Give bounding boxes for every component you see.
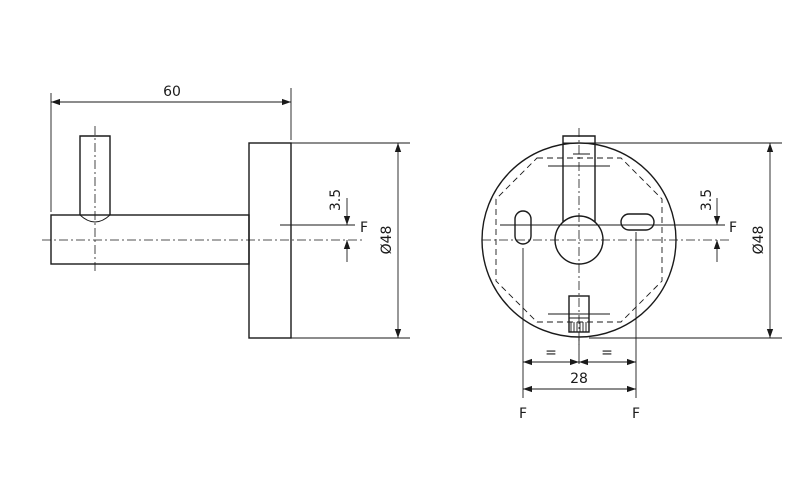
- side-offset-ref: F: [360, 220, 368, 236]
- ref-label-left: F: [519, 406, 527, 422]
- side-view: 60 3.5 F Ø48: [42, 84, 410, 339]
- front-view: 3.5 F Ø48 = = 28 F F: [481, 128, 782, 422]
- hook-peg: [79, 135, 111, 215]
- ref-label-right: F: [632, 406, 640, 422]
- equal-label-right: =: [601, 345, 613, 361]
- side-dia-label: Ø48: [379, 226, 395, 255]
- slot-left: [514, 210, 532, 245]
- width-dim-label: 60: [163, 84, 181, 100]
- peg-saddle: [79, 214, 111, 223]
- slot-right: [620, 213, 655, 231]
- hook-arm: [50, 214, 250, 265]
- front-dia-label: Ø48: [751, 226, 767, 255]
- equal-label-left: =: [545, 345, 557, 361]
- spacing-dim-label: 28: [570, 371, 588, 387]
- mounting-plate-hidden: [495, 157, 663, 323]
- rosette-side: [248, 142, 292, 339]
- front-offset-ref: F: [729, 220, 737, 236]
- side-offset-label: 3.5: [328, 189, 344, 211]
- front-offset-label: 3.5: [699, 189, 715, 211]
